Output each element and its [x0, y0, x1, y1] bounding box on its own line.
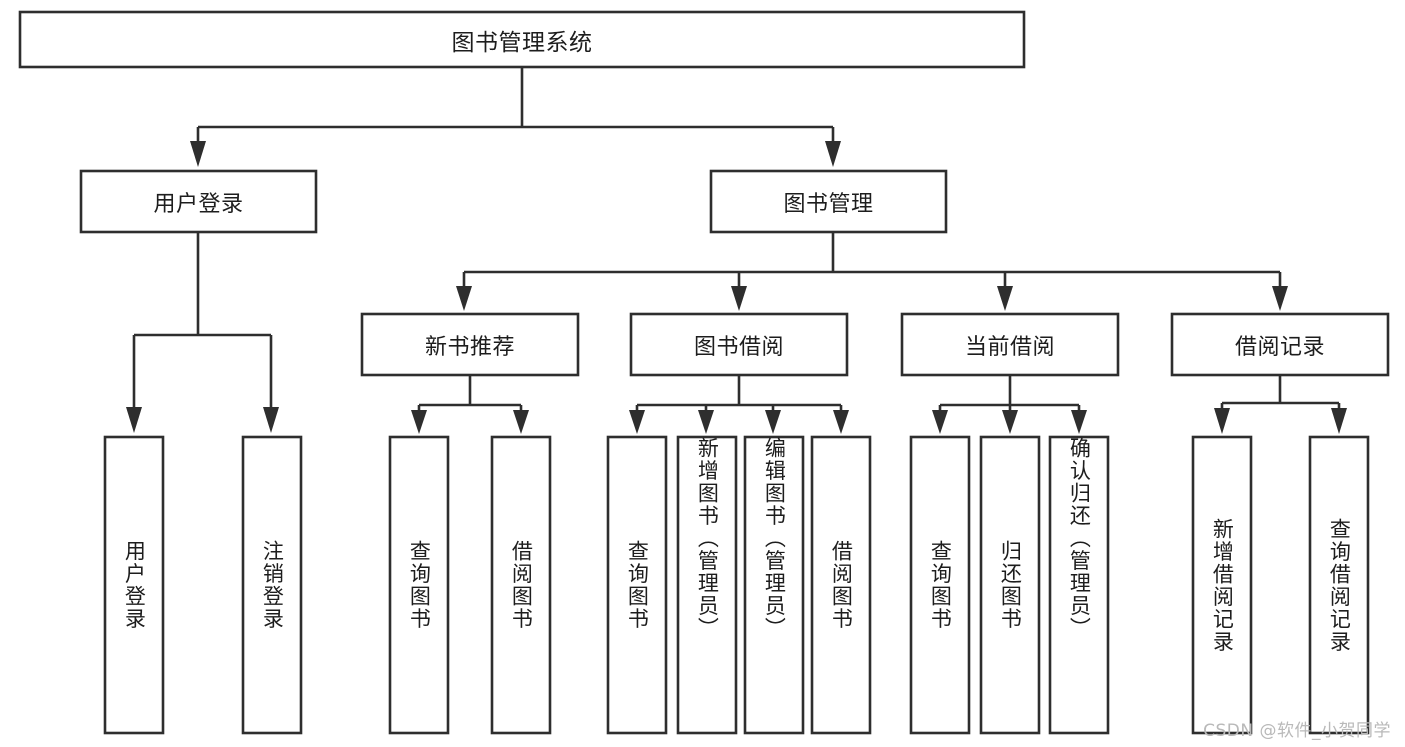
- node-new-book-box[interactable]: [360, 312, 580, 377]
- leaf-box-book-borrow-0[interactable]: [606, 435, 668, 735]
- arrowhead-l3-2: [997, 286, 1013, 311]
- node-borrow-record-box[interactable]: [1170, 312, 1390, 377]
- node-current-borrow-box[interactable]: [900, 312, 1120, 377]
- leaf-box-current-borrow-1[interactable]: [979, 435, 1041, 735]
- node-root-box[interactable]: [18, 10, 1026, 69]
- leaf-box-borrow-record-0[interactable]: [1191, 435, 1253, 735]
- arrowhead-l3-0: [456, 286, 472, 311]
- leaf-box-book-borrow-2[interactable]: [743, 435, 805, 735]
- leaf-box-borrow-record-1[interactable]: [1308, 435, 1370, 735]
- arrowhead-l2-0: [190, 141, 206, 167]
- arrowhead-leaf-newbook-0: [411, 410, 427, 434]
- arrowhead-l2-1: [825, 141, 841, 167]
- arrowhead-leaf-bookborrow-2: [765, 410, 781, 434]
- arrowhead-leaf-newbook-1: [513, 410, 529, 434]
- leaf-box-new-book-1[interactable]: [490, 435, 552, 735]
- arrowhead-leaf-borrowrecord-0: [1214, 408, 1230, 434]
- leaf-box-user-login-1[interactable]: [241, 435, 303, 735]
- leaf-box-new-book-0[interactable]: [388, 435, 450, 735]
- arrowhead-leaf-currentborrow-1: [1002, 410, 1018, 434]
- arrowhead-leaf-bookborrow-3: [833, 410, 849, 434]
- arrowhead-leaf-currentborrow-0: [932, 410, 948, 434]
- leaf-box-book-borrow-3[interactable]: [810, 435, 872, 735]
- arrowhead-l3-1: [731, 286, 747, 311]
- node-book-manage-box[interactable]: [709, 169, 948, 234]
- arrowhead-leaf-userlogin-0: [126, 407, 142, 433]
- leaf-box-current-borrow-2[interactable]: [1048, 435, 1110, 735]
- arrowhead-l3-3: [1272, 286, 1288, 311]
- arrowhead-leaf-bookborrow-1: [698, 410, 714, 434]
- arrowhead-leaf-borrowrecord-1: [1331, 408, 1347, 434]
- leaf-box-user-login-0[interactable]: [103, 435, 165, 735]
- node-book-borrow-box[interactable]: [629, 312, 849, 377]
- node-user-login-box[interactable]: [79, 169, 318, 234]
- leaf-box-current-borrow-0[interactable]: [909, 435, 971, 735]
- arrowhead-leaf-bookborrow-0: [629, 410, 645, 434]
- leaf-box-book-borrow-1[interactable]: [676, 435, 738, 735]
- arrowhead-leaf-userlogin-1: [263, 407, 279, 433]
- arrowhead-leaf-currentborrow-2: [1071, 410, 1087, 434]
